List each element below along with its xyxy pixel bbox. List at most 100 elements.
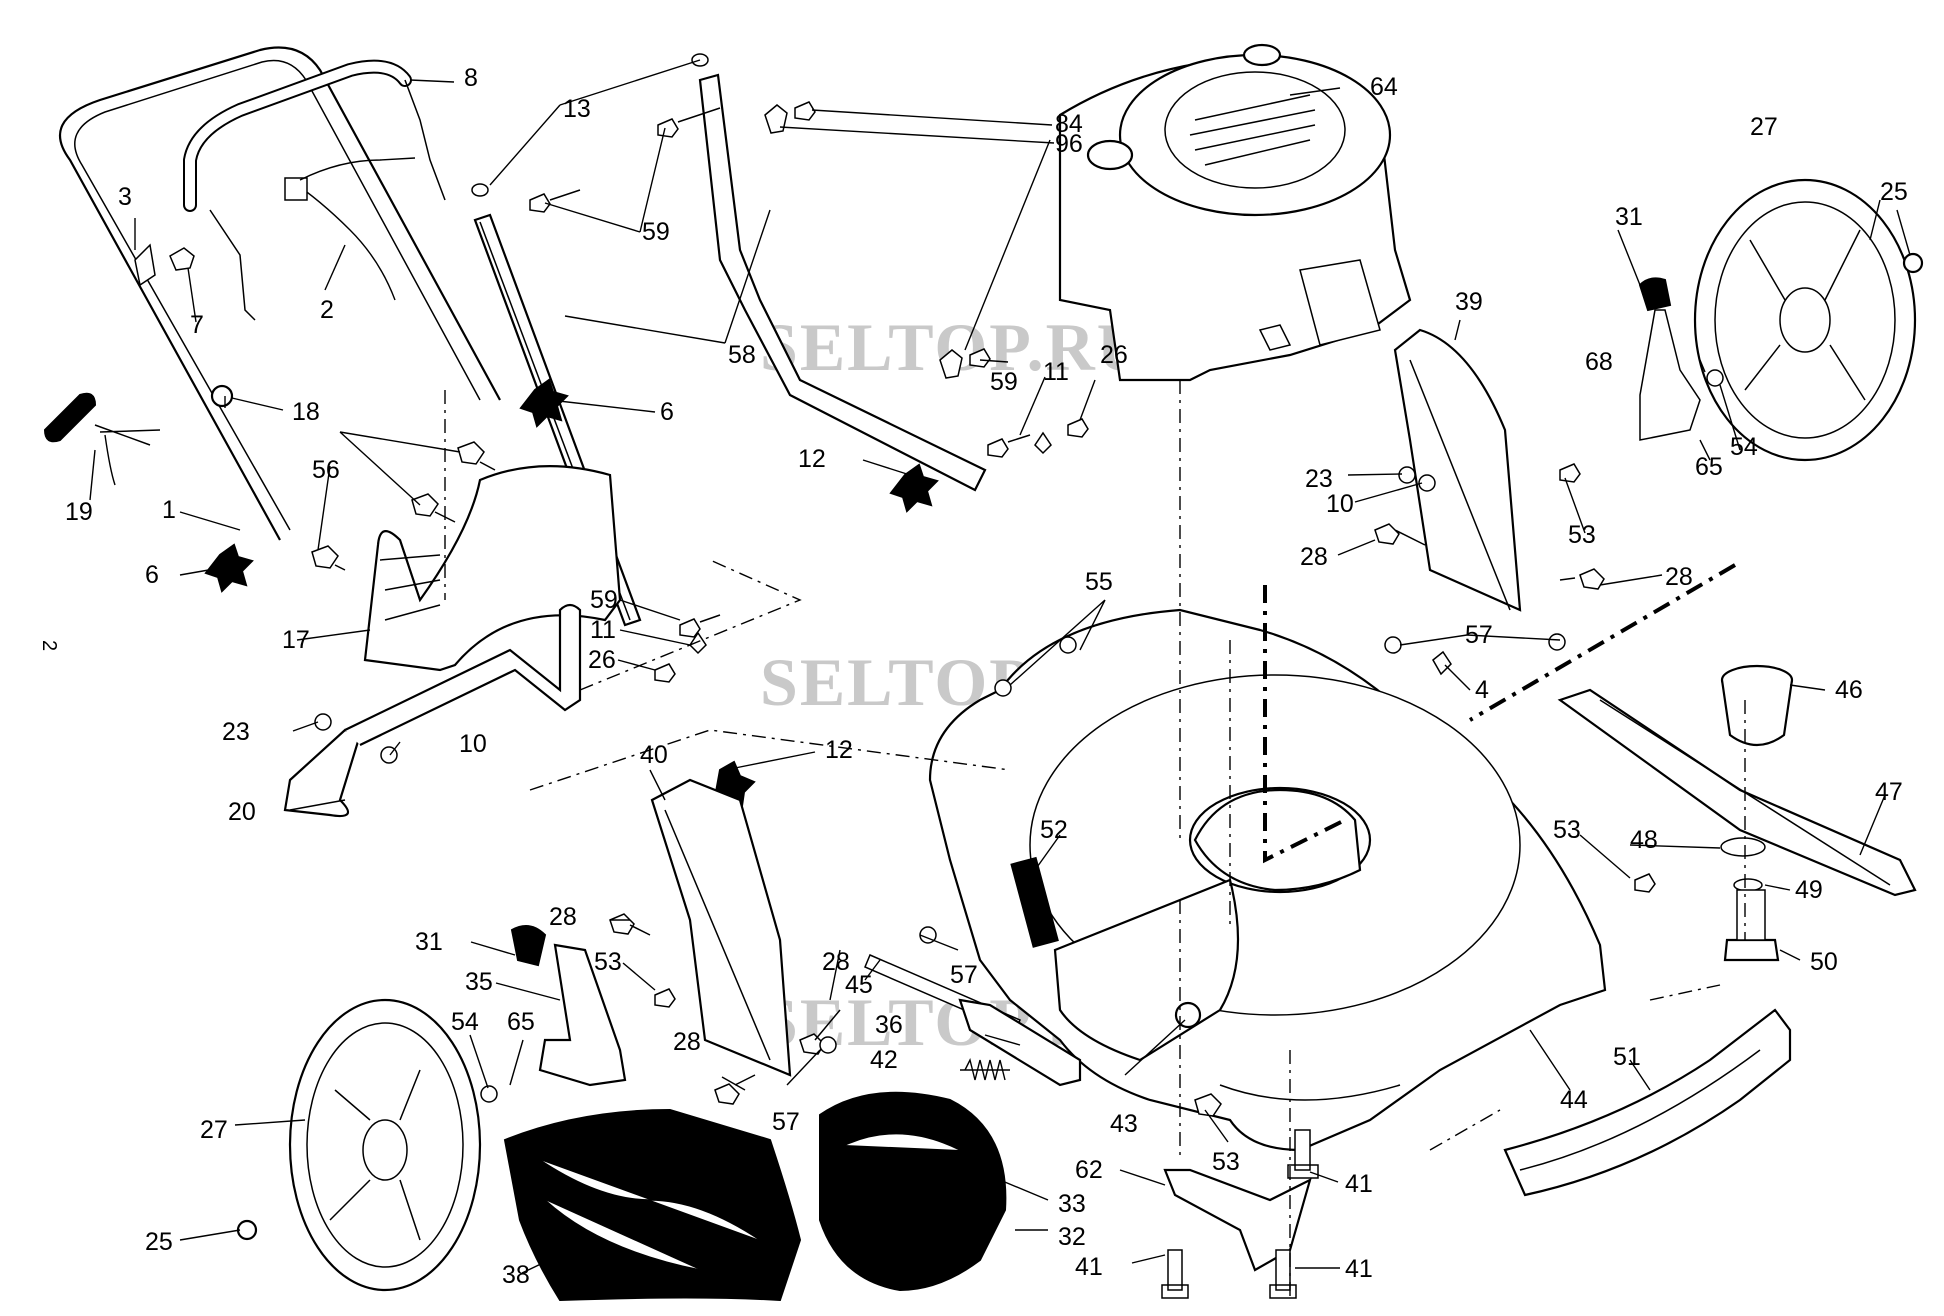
bolt-84: [794, 101, 816, 121]
handle-bracket-20: [283, 603, 582, 818]
label-31: 31: [1615, 203, 1643, 231]
cable-path: [1263, 563, 1737, 864]
label-26: 26: [588, 646, 616, 674]
label-68: 68: [1585, 348, 1613, 376]
adapter-46: [1720, 664, 1794, 747]
height-plate-39: [1393, 328, 1522, 612]
label-55: 55: [1085, 568, 1113, 596]
centerline: [579, 559, 802, 691]
clip-11b: [1034, 431, 1052, 455]
lever-31-left: [510, 925, 547, 967]
cable-2: [284, 157, 416, 301]
label-28: 28: [1300, 543, 1328, 571]
label-28: 28: [673, 1028, 701, 1056]
grass-bag-38: [503, 1108, 802, 1302]
label-12: 12: [798, 445, 826, 473]
bolt-56c: [311, 545, 346, 571]
label-59: 59: [642, 218, 670, 246]
label-49: 49: [1795, 876, 1823, 904]
clip-11: [689, 631, 707, 655]
label-45: 45: [845, 971, 873, 999]
label-53: 53: [1568, 521, 1596, 549]
bolt-41a: [1287, 1129, 1319, 1179]
label-18: 18: [292, 398, 320, 426]
handle-knob-12: [889, 463, 939, 513]
washer-54-right: [1706, 369, 1724, 387]
deck-44: [928, 608, 1607, 1152]
bolt-59d: [987, 434, 1031, 458]
bolt-7: [169, 247, 195, 271]
label-10: 10: [1326, 490, 1354, 518]
label-46: 46: [1835, 676, 1863, 704]
label-27: 27: [200, 1116, 228, 1144]
label-84: 84: [1055, 110, 1083, 138]
label-41: 41: [1075, 1253, 1103, 1281]
bumper-51: [1503, 1008, 1792, 1197]
page-number: 2: [38, 640, 60, 651]
handle-knob-6: [519, 378, 569, 428]
bracket-96: [764, 104, 788, 134]
label-27: 27: [1750, 113, 1778, 141]
bolt-59c: [679, 614, 721, 638]
label-12: 12: [825, 736, 853, 764]
label-41: 41: [1345, 1255, 1373, 1283]
label-62: 62: [1075, 1156, 1103, 1184]
bolt-26: [654, 663, 676, 683]
clip-3: [134, 243, 156, 287]
label-59: 59: [990, 368, 1018, 396]
rear-door-17: [363, 465, 622, 672]
label-41: 41: [1345, 1170, 1373, 1198]
label-54: 54: [451, 1008, 479, 1036]
label-13: 13: [563, 95, 591, 123]
label-54: 54: [1730, 433, 1758, 461]
washer-10b: [1418, 474, 1436, 492]
label-25: 25: [145, 1228, 173, 1256]
label-4: 4: [1475, 676, 1489, 704]
label-57: 57: [772, 1108, 800, 1136]
label-17: 17: [282, 626, 310, 654]
lower-handle-right: [698, 73, 987, 492]
nut-57d: [819, 1036, 837, 1054]
lever-31-right: [1638, 277, 1701, 441]
label-11: 11: [1043, 358, 1069, 386]
nut-55a: [994, 679, 1012, 697]
part-number-labels: 1 2 3 4 6 6 7 8 10 10 11 11 12 12 13 17 …: [65, 64, 1908, 1289]
label-53: 53: [1212, 1148, 1240, 1176]
label-31: 31: [415, 928, 443, 956]
wheel-27-left: [288, 998, 482, 1292]
label-47: 47: [1875, 778, 1903, 806]
bolt-53d: [654, 988, 676, 1008]
label-52: 52: [1040, 816, 1068, 844]
control-bar-8: [183, 59, 446, 321]
height-plate-40: [650, 778, 792, 1077]
nut-43: [1174, 1001, 1202, 1029]
label-59: 59: [590, 586, 618, 614]
label-11: 11: [590, 616, 616, 644]
label-20: 20: [228, 798, 256, 826]
blade-bolt-50: [1723, 889, 1780, 962]
label-32: 32: [1058, 1223, 1086, 1251]
label-6: 6: [660, 398, 674, 426]
bracket-35: [538, 943, 627, 1087]
bolt-53c: [1634, 873, 1656, 893]
bolt-56a: [457, 441, 496, 471]
bolt-28a: [609, 913, 651, 936]
leader-lines: [89, 59, 1911, 1274]
label-26: 26: [1100, 341, 1128, 369]
label-23: 23: [222, 718, 250, 746]
label-6: 6: [145, 561, 159, 589]
nut-25-left: [236, 1219, 258, 1241]
label-33: 33: [1058, 1190, 1086, 1218]
bolt-59b: [529, 189, 581, 213]
cap-13b: [471, 183, 489, 197]
bolt-28d: [1374, 523, 1426, 546]
nut-23: [314, 713, 332, 731]
nut-23b: [1398, 466, 1416, 484]
engine-64: [1058, 43, 1412, 382]
bolt-28c: [714, 1074, 756, 1105]
label-25: 25: [1880, 178, 1908, 206]
bolt-56b: [411, 493, 456, 523]
label-36: 36: [875, 1011, 903, 1039]
label-39: 39: [1455, 288, 1483, 316]
